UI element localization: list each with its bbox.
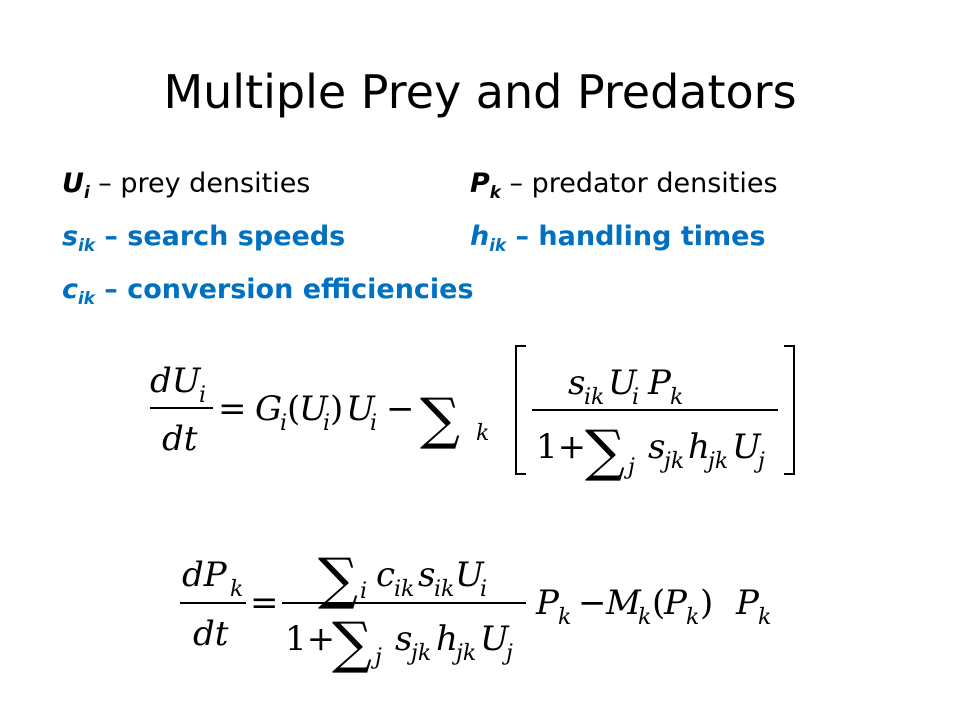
svg-text:jk: jk [703, 449, 728, 474]
svg-text:P: P [663, 583, 688, 623]
slide-title: Multiple Prey and Predators [163, 65, 797, 119]
svg-text:s: s [568, 363, 585, 403]
symbol: P [470, 168, 490, 199]
symbol-subscript: i [83, 181, 90, 202]
svg-text:): ) [330, 389, 343, 429]
svg-text:s: s [648, 427, 665, 467]
svg-text:−: − [386, 389, 415, 429]
svg-text:i: i [280, 411, 287, 436]
svg-text:k: k [476, 421, 489, 446]
svg-text:(: ( [652, 583, 665, 623]
svg-text:h: h [436, 619, 458, 659]
svg-text:U: U [346, 389, 376, 429]
symbol: s [62, 221, 79, 252]
svg-text:(: ( [287, 389, 300, 429]
svg-text:): ) [700, 583, 713, 623]
definition-search-speed: sik – search speeds [62, 221, 345, 255]
definition-text: – predator densities [509, 168, 778, 199]
definition-row: sik – search speeds hik – handling times [62, 221, 922, 274]
svg-text:∑: ∑ [585, 419, 625, 484]
symbol-subscript: ik [78, 287, 95, 308]
definition-handling-time: hik – handling times [470, 221, 766, 255]
symbol: U [62, 168, 84, 199]
svg-text:jk: jk [451, 641, 476, 666]
svg-text:i: i [480, 577, 487, 602]
svg-text:1+: 1+ [536, 427, 586, 467]
svg-text:dt: dt [193, 614, 229, 654]
svg-text:M: M [605, 583, 642, 623]
svg-text:∑: ∑ [318, 547, 358, 612]
svg-text:ik: ik [434, 577, 454, 602]
svg-text:∑: ∑ [332, 611, 372, 676]
svg-text:∑: ∑ [420, 387, 460, 452]
svg-text:i: i [370, 411, 377, 436]
svg-text:k: k [670, 385, 683, 410]
symbol-subscript: k [489, 181, 501, 202]
svg-text:U: U [299, 389, 329, 429]
svg-text:s: s [418, 555, 435, 595]
definition-text: – handling times [515, 221, 766, 252]
svg-text:=: = [250, 583, 279, 623]
definition-row: cik – conversion efficiencies [62, 274, 922, 327]
svg-text:−: − [578, 583, 607, 623]
svg-text:=: = [218, 389, 247, 429]
svg-text:U: U [480, 619, 510, 659]
svg-text:k: k [686, 605, 699, 630]
svg-text:k: k [638, 605, 651, 630]
definitions: Ui – prey densities Pk – predator densit… [62, 168, 922, 327]
symbol: h [470, 221, 490, 252]
prey-equation: dU i dt = G i ( U i ) U i − ∑ k s ik U i… [150, 345, 795, 484]
symbol-subscript: ik [78, 234, 95, 255]
svg-text:1+: 1+ [285, 619, 335, 659]
definition-text: – search speeds [104, 221, 346, 252]
svg-text:i: i [632, 385, 639, 410]
svg-text:U: U [608, 363, 638, 403]
definition-conversion-efficiency: cik – conversion efficiencies [62, 274, 474, 308]
svg-text:U: U [732, 427, 762, 467]
svg-text:ik: ik [584, 385, 604, 410]
svg-text:P: P [535, 583, 560, 623]
svg-text:ik: ik [394, 577, 414, 602]
definition-text: – conversion efficiencies [104, 274, 474, 305]
svg-text:c: c [376, 555, 395, 595]
svg-text:i: i [360, 579, 367, 604]
svg-text:P: P [647, 363, 672, 403]
definition-prey-density: Ui – prey densities [62, 168, 310, 202]
svg-text:s: s [395, 619, 412, 659]
svg-text:G: G [255, 389, 282, 429]
svg-text:jk: jk [659, 449, 684, 474]
svg-text:k: k [758, 605, 771, 630]
svg-text:i: i [199, 383, 206, 408]
svg-text:i: i [323, 411, 330, 436]
symbol: c [62, 274, 79, 305]
symbol-subscript: ik [489, 234, 507, 255]
definition-text: – prey densities [98, 168, 311, 199]
svg-text:dt: dt [162, 419, 198, 459]
definition-row: Ui – prey densities Pk – predator densit… [62, 168, 922, 221]
svg-text:jk: jk [406, 641, 431, 666]
svg-text:k: k [230, 577, 243, 602]
svg-text:dP: dP [182, 555, 228, 595]
svg-text:k: k [558, 605, 571, 630]
svg-text:U: U [455, 555, 485, 595]
predator-equation: dP k dt = ∑ i c ik s ik U i 1+ ∑ j s jk … [180, 547, 771, 676]
svg-text:dU: dU [150, 361, 202, 401]
svg-text:P: P [735, 583, 760, 623]
svg-text:h: h [688, 427, 710, 467]
definition-predator-density: Pk – predator densities [470, 168, 778, 202]
